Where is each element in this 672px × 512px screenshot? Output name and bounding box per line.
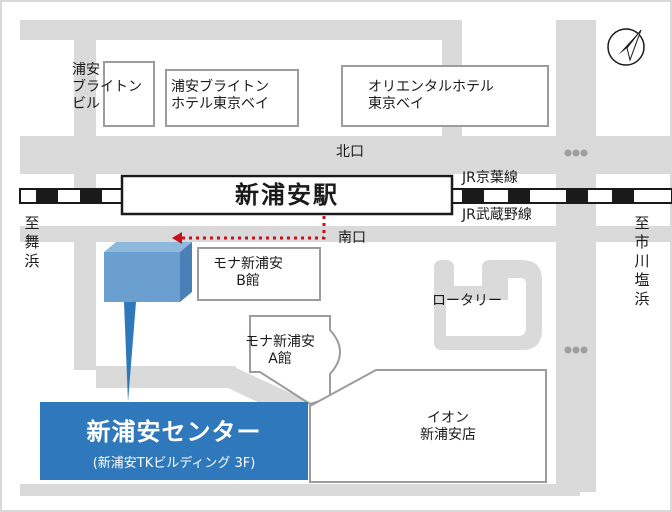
building-urayasu-brighton-hotel: [165, 69, 299, 127]
station-name: 新浦安駅: [235, 181, 339, 209]
road-bottom-left: [96, 366, 236, 388]
road-left-vertical: [74, 20, 96, 192]
destination-callout: 新浦安センター (新浦安TKビルディング 3F): [40, 402, 308, 480]
rotary-loop: [434, 260, 542, 350]
buildings: [103, 61, 549, 483]
roads: [20, 20, 672, 496]
destination-building-name: (新浦安TKビルディング 3F): [92, 456, 256, 471]
north-arrow-icon: [607, 28, 645, 66]
label-aeon: イオン 新浦安店: [420, 410, 476, 443]
label-mona-b: モナ新浦安 B館: [213, 256, 283, 289]
destination-name: 新浦安センター: [86, 418, 262, 446]
building-oriental-hotel: [341, 65, 549, 127]
destination-building: [104, 242, 192, 402]
label-mona-a: モナ新浦安 A館: [245, 334, 315, 367]
road-bottom: [20, 484, 580, 496]
direction-left-maihama: 至 舞 浜: [24, 214, 40, 270]
label-line-keiyo: JR京葉線: [462, 170, 518, 186]
building-urayasu-brighton-building: [103, 61, 155, 127]
label-south-exit: 南口: [338, 230, 366, 246]
label-north-exit: 北口: [336, 144, 364, 160]
label-rotary: ロータリー: [432, 293, 502, 309]
road-left-vertical-lower: [74, 228, 96, 370]
road-right-vertical: [556, 20, 596, 492]
label-line-musashino: JR武蔵野線: [462, 207, 532, 223]
label-oriental-hotel: オリエンタルホテル 東京ベイ: [368, 79, 494, 112]
crossing-marks: [564, 149, 588, 354]
building-aeon: [309, 369, 547, 483]
route-arrow-icon: [172, 232, 182, 244]
walking-route: [172, 216, 326, 244]
building-mona-a: [249, 315, 341, 406]
label-urayasu-brighton-hotel: 浦安ブライトン ホテル東京ベイ: [171, 79, 269, 112]
station-building: [120, 174, 454, 216]
callout-pointer: [124, 302, 136, 402]
direction-right-ichikawashiohama: 至 市 川 塩 浜: [634, 214, 650, 308]
building-mona-b: [197, 247, 321, 301]
road-top: [20, 20, 462, 40]
label-urayasu-brighton-building: 浦安 ブライトン ビル: [72, 62, 142, 112]
